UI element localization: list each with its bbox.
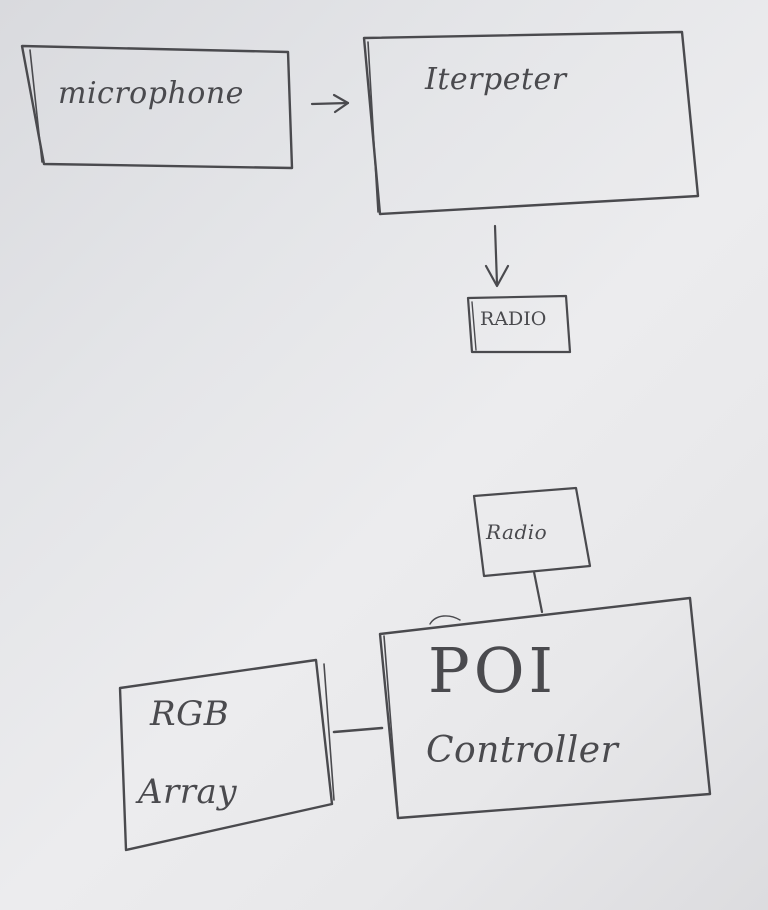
line-controller-to-array — [332, 726, 384, 734]
rgb-array-box — [118, 658, 335, 852]
interpreter-label: Iterpeter — [425, 62, 567, 97]
rgb-label: RGB — [150, 694, 230, 734]
microphone-label: microphone — [58, 76, 244, 111]
radio-top-label: RADIO — [480, 308, 547, 330]
interpreter-box — [362, 30, 700, 216]
microphone-box — [20, 44, 294, 170]
arrow-interpreter-to-radio — [484, 224, 510, 288]
poi-controller-box — [378, 596, 712, 820]
arrow-mic-to-interpreter — [310, 93, 350, 114]
radio-bottom-label: Radio — [486, 520, 548, 544]
radio-top-box — [466, 294, 572, 354]
line-radio-to-controller — [532, 570, 544, 614]
radio-bottom-box — [472, 486, 592, 578]
array-label: Array — [138, 772, 238, 812]
poi-label: POI — [428, 634, 558, 707]
controller-label: Controller — [426, 730, 619, 771]
